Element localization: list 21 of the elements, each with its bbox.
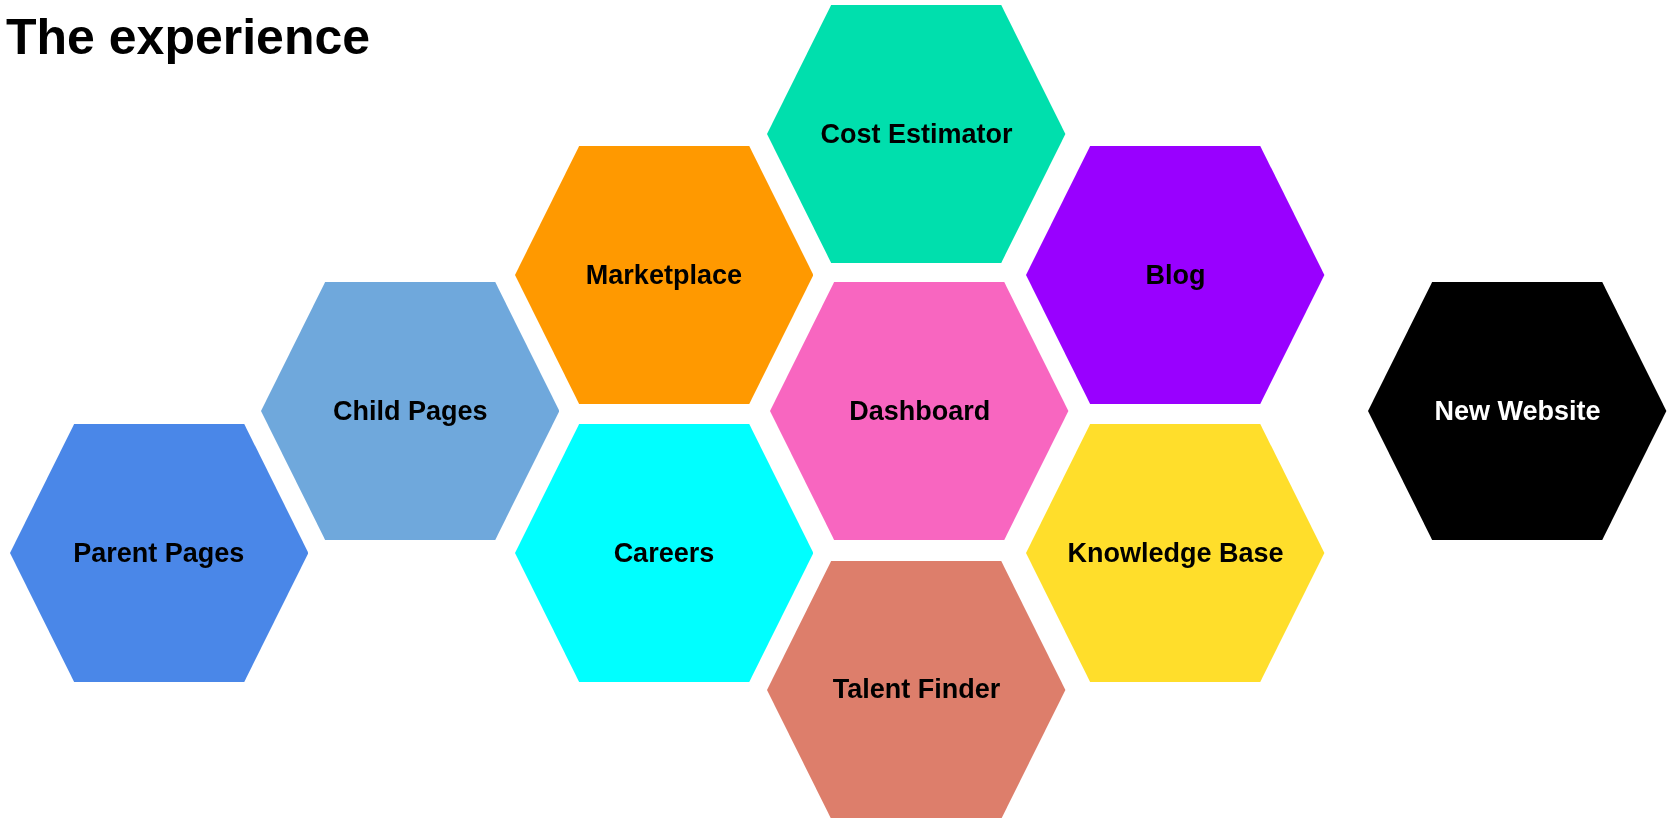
hexagon-tile (9, 424, 308, 683)
hexagon-tile (1368, 282, 1667, 541)
hexagon-tile (514, 424, 814, 683)
hexagon-tile (514, 146, 814, 404)
hexagon-tile (1026, 146, 1325, 404)
hexagon-tile (1026, 424, 1325, 683)
tile-label: Knowledge Base (1066, 537, 1285, 569)
tile-label: Marketplace (584, 259, 743, 291)
tile-label: Blog (1144, 259, 1207, 291)
tile-label: New Website (1433, 395, 1602, 427)
tile-label: Cost Estimator (819, 118, 1014, 150)
tile-label: Parent Pages (72, 537, 246, 569)
page-title: The experience (6, 8, 372, 66)
tile-label: Careers (612, 537, 716, 569)
tile-label: Talent Finder (831, 674, 1002, 705)
hexagon-tile (770, 282, 1069, 541)
hexagon-tile (767, 560, 1066, 819)
hexagon-tile (261, 282, 560, 541)
tile-label: Child Pages (332, 395, 489, 427)
tile-label: Dashboard (848, 395, 992, 427)
hexagon-tile (767, 5, 1066, 264)
